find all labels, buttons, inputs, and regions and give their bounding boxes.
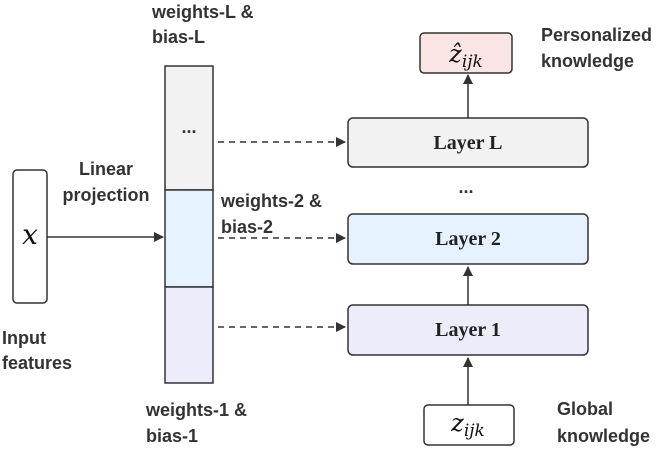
output-symbol: ẑijk	[448, 40, 483, 72]
layer-l-label: Layer L	[433, 132, 502, 154]
global-symbol-main: z	[450, 409, 464, 437]
param-mid-label-line2: bias-2	[221, 217, 273, 237]
layers-ellipsis: ...	[458, 177, 473, 197]
layer-2-label: Layer 2	[435, 228, 501, 250]
projection-label-line2: projection	[62, 185, 149, 205]
layer-1-label: Layer 1	[435, 319, 501, 341]
param-block-2	[164, 189, 214, 288]
layer-1-box: Layer 1	[347, 304, 589, 356]
output-caption-line1: Personalized	[541, 25, 652, 45]
parameter-stack: ...	[164, 65, 214, 384]
input-caption-line1: Input	[2, 328, 46, 348]
param-mid-label-line1: weights-2 &	[220, 191, 322, 211]
output-node: ẑijk	[419, 32, 513, 74]
param-block-1	[164, 286, 214, 384]
param-top-label-line2: bias-L	[152, 27, 205, 47]
output-caption-line2: knowledge	[541, 51, 634, 71]
param-ellipsis: ...	[181, 117, 196, 137]
output-symbol-main: ẑ	[448, 40, 462, 68]
global-symbol-subscript: ijk	[464, 421, 485, 441]
param-block-l	[164, 65, 214, 191]
layer-2-box: Layer 2	[347, 213, 589, 265]
input-caption-line2: features	[2, 353, 72, 373]
param-top-label-line1: weights-L &	[151, 2, 254, 22]
param-bottom-label-line2: bias-1	[146, 426, 198, 446]
input-symbol: x	[22, 218, 38, 251]
param-bottom-label-line1: weights-1 &	[145, 400, 247, 420]
output-symbol-subscript: ijk	[462, 52, 483, 72]
input-node: x	[12, 169, 48, 304]
global-node: zijk	[423, 404, 515, 446]
global-symbol: zijk	[450, 409, 485, 441]
global-caption-line1: Global	[557, 399, 613, 419]
global-caption-line2: knowledge	[557, 426, 650, 446]
projection-label-line1: Linear	[79, 159, 133, 179]
layer-l-box: Layer L	[347, 117, 589, 168]
